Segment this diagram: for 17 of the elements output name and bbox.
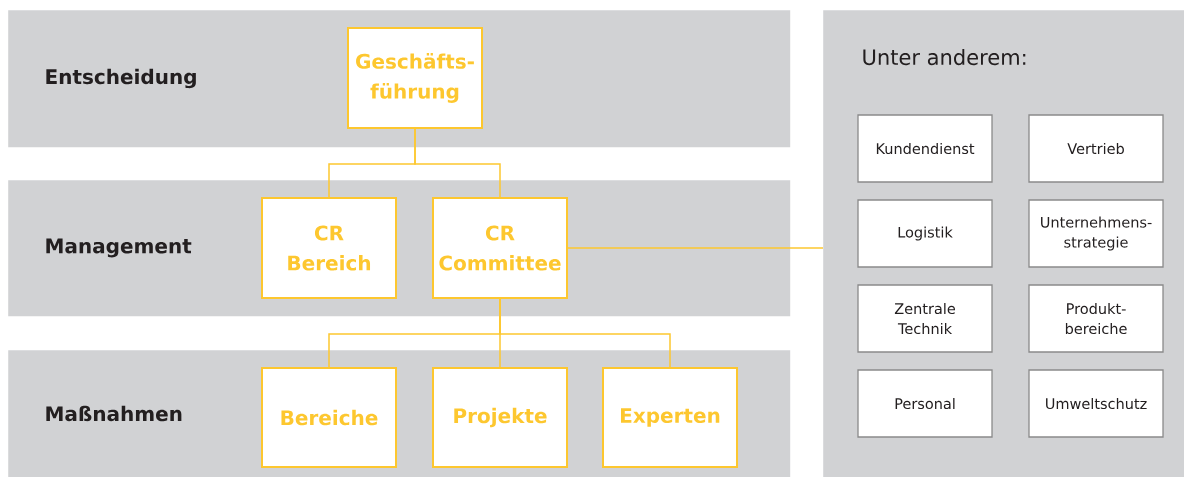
org-box: Projekte <box>432 367 568 468</box>
department-box: Vertrieb <box>1028 114 1164 183</box>
department-box: Logistik <box>857 199 993 268</box>
org-box: Geschäfts-führung <box>347 27 483 129</box>
org-box: CR Bereich <box>261 197 397 299</box>
org-box: Bereiche <box>261 367 397 468</box>
department-box: Umweltschutz <box>1028 369 1164 438</box>
department-box: Zentrale Technik <box>857 284 993 353</box>
department-box: Personal <box>857 369 993 438</box>
org-box: CR Committee <box>432 197 568 299</box>
department-box: Unternehmens-strategie <box>1028 199 1164 268</box>
connector-line <box>499 298 671 368</box>
department-box: Produkt-bereiche <box>1028 284 1164 353</box>
department-box: Kundendienst <box>857 114 993 183</box>
connector-line <box>567 247 824 249</box>
connector-line <box>414 128 501 198</box>
org-box: Experten <box>602 367 738 468</box>
